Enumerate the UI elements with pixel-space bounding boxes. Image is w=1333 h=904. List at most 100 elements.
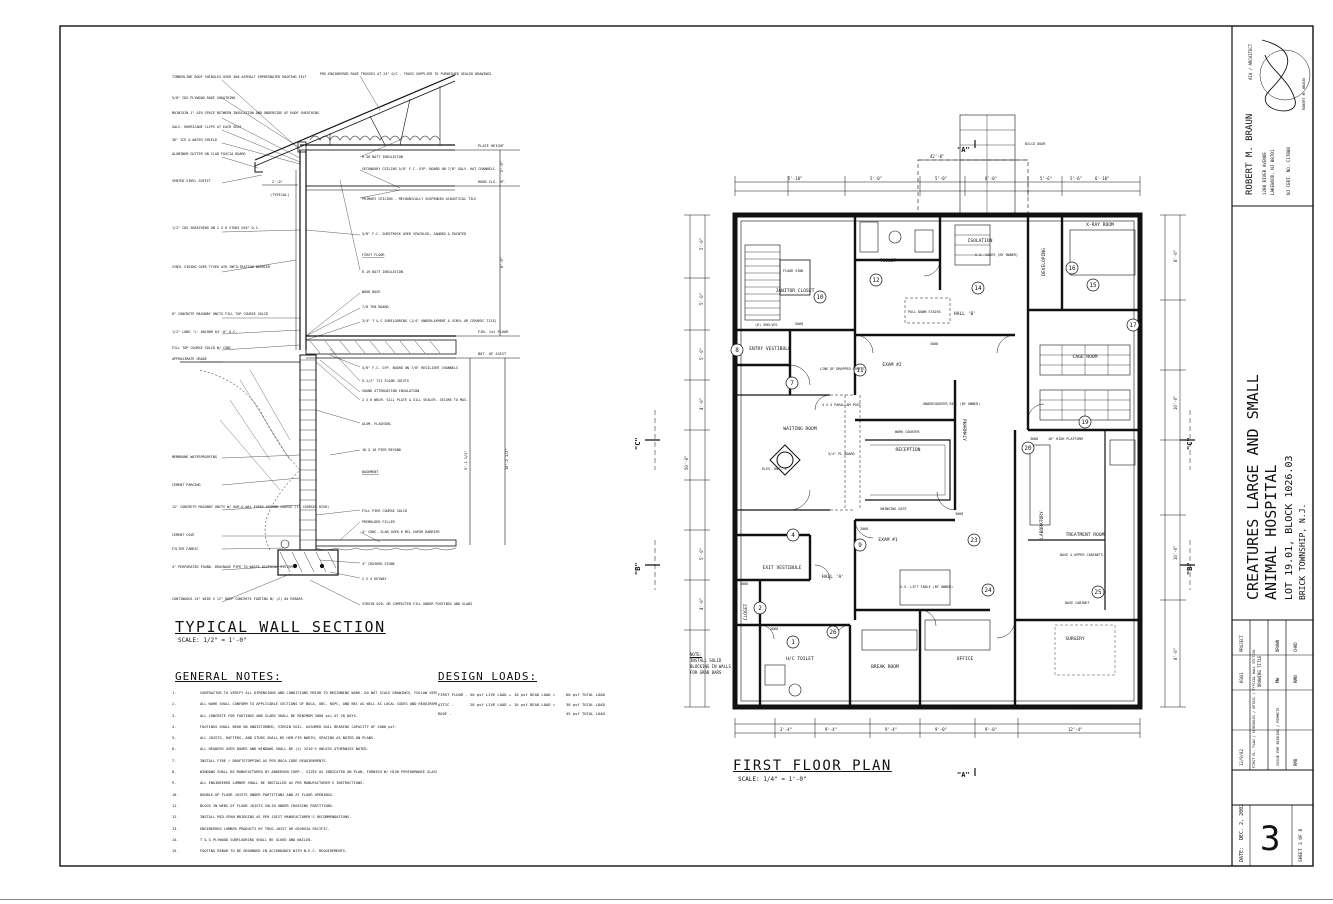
wall-section-scale: SCALE: 1/2" = 1'-0": [178, 637, 247, 644]
ws-label: 2 X 6 WOLM. SILL PLATE & SILL SEALER. SE…: [362, 398, 468, 402]
ws-label: APPROXIMATE GRADE: [172, 357, 207, 361]
issue-date: 12/9/02: [1239, 749, 1244, 766]
ws-label: ALUM. FLASHING: [362, 422, 391, 426]
dim-bottom: 9'-4": [825, 727, 837, 732]
general-notes-list: 1.CONTRACTOR TO VERIFY ALL DIMENSIONS AN…: [172, 688, 437, 857]
dim-bottom: 3'-4": [780, 727, 792, 732]
dim-left: 50'-0": [684, 456, 689, 470]
room-number: 4: [791, 532, 795, 539]
plan-note: (6) SHELVES: [755, 323, 777, 327]
architect-address-2: LAKEWOOD, NJ 08701: [1270, 149, 1275, 195]
room-number: 11: [856, 367, 864, 374]
design-loads-table: FIRST FLOOR -50 psf LIVE LOAD +10 psf DE…: [438, 690, 605, 719]
plan-note: BILCO DOOR: [1025, 142, 1046, 146]
section-marker-b-right: "B": [1186, 562, 1194, 575]
door-codes: 3068 3068 3068 5068 3068 3068 2868: [740, 322, 1038, 631]
dim-left: 4'-0": [699, 398, 704, 410]
general-note-item: 5.ALL JOISTS, RAFTERS, AND STUDS SHALL B…: [172, 736, 376, 741]
ws-label: VINYL SIDING OVER TYVEK AIR INFILTRATION…: [172, 265, 271, 269]
ws-label: CEMENT COVE: [172, 533, 194, 537]
dim-label: 9'-1 1/2": [464, 451, 468, 470]
room-name: ISOLATION: [968, 238, 993, 244]
ws-label: 12" CONCRETE MASONRY UNITS W/ DUR-O-WAL …: [172, 505, 329, 509]
ws-label: R-19 BATT INSULATION: [362, 270, 403, 274]
room-name: EXAM #1: [878, 537, 898, 543]
room-name: EXIT VESTIBULE: [763, 565, 802, 571]
dim-left: 5'-0": [699, 238, 704, 250]
plan-note: 18" HIGH PLATFORM: [1048, 437, 1083, 441]
dim-bottom: 9'-0": [985, 727, 997, 732]
plan-note: WORK COUNTER: [895, 430, 920, 434]
architect-seal-signature: [1261, 39, 1296, 112]
general-notes-title: GENERAL NOTES:: [175, 670, 282, 683]
room-number: 15: [1089, 282, 1097, 289]
room-name: SURGERY: [1065, 636, 1085, 642]
room-number: 14: [974, 285, 982, 292]
project-lot: LOT 19.01, BLOCK 1026.03: [1284, 456, 1295, 601]
architect-role: AIA / ARCHITECT: [1248, 43, 1253, 80]
general-note-item: 14.T & G PLYWOOD SUBFLOORING SHALL BE GL…: [172, 837, 313, 842]
room-name: CLOSET: [743, 603, 749, 620]
drawn-by: MW: [1275, 677, 1281, 683]
dim-right: 8'-0": [1173, 648, 1178, 660]
room-number: 2: [758, 605, 762, 612]
ws-label: 36" ICE & WATER SHIELD: [172, 138, 217, 142]
sheet-label: SHEET: [1298, 848, 1304, 862]
dim-label: 2'-0": [272, 180, 283, 184]
ws-label: TIMBERLINE ROOF SHINGLES OVER 30# ASPHAL…: [172, 75, 307, 79]
general-note-item: 9.ALL ENGINEERED LUMBER SHALL BE INSTALL…: [172, 781, 365, 786]
ws-label: VENTED VINYL SOFFIT: [172, 179, 211, 183]
general-note-item: 7.INSTALL FIRE / DRAFTSTOPPING AS PER BO…: [172, 758, 328, 763]
room-name: EXAM #2: [882, 362, 902, 368]
ws-label: SOUND ATTENUATION INSULATION: [362, 389, 419, 393]
room-name: HALL 'B': [954, 311, 976, 317]
architect-name: ROBERT M. BRAUN: [1245, 114, 1255, 195]
plan-note-text: INSTALL SOLID BLOCKING IN WALLS FOR GRAB…: [690, 658, 731, 675]
ws-label: 2 X 4 KEYWAY: [362, 577, 387, 581]
room-name: TREATMENT ROOM: [1066, 532, 1105, 538]
wall-section-right-labels: PRE-ENGINEERED ROOF TRUSSES AT 24" O/C -…: [320, 72, 497, 606]
dim-right: 8'-0": [1173, 250, 1178, 262]
design-loads-title: DESIGN LOADS:: [438, 670, 538, 683]
ws-label: 4" PERFORATED FOUND. DRAINAGE PIPE TO WA…: [172, 565, 292, 569]
general-note-item: 11.BLOCK IN WEBS OF FLOOR JOISTS SOLID U…: [172, 803, 335, 808]
general-note-item: 12.INSTALL MID-SPAN BRIDGING AS PER JOIS…: [172, 815, 352, 820]
col-project: PROJECT: [1239, 635, 1244, 652]
ws-label: FILTER FABRIC: [172, 547, 199, 551]
ws-label: R-30 BATT INSULATION: [362, 155, 403, 159]
ws-label: MEMBRANE WATERPROOFING: [172, 455, 217, 459]
ws-label: MAINTAIN 1" AIR SPACE BETWEEN INSULATION…: [172, 111, 319, 115]
room-number: 1: [791, 639, 795, 646]
general-note-item: 3.ALL CONCRETE FOR FOOTINGS AND SLABS SH…: [172, 713, 358, 718]
ws-label: 5/8" F.C. GYP. BOARD ON 7/8" RESILIENT C…: [362, 366, 458, 370]
design-load-row: ATTIC -20 psf LIVE LOAD +10 psf DEAD LOA…: [438, 701, 605, 707]
plan-note: BASE & UPPER CABINETS: [1060, 553, 1103, 557]
ws-label: 8" CONCRETE MASONRY UNITS FILL TOP COURS…: [172, 312, 268, 316]
room-name: JANITOR CLOSET: [776, 288, 815, 294]
room-name: LABORATORY: [1039, 511, 1045, 539]
general-note-item: 15.FOOTING REBAR TO BE GROUNDED IN ACCOR…: [172, 849, 348, 854]
room-name: CAGE ROOM: [1073, 354, 1098, 360]
door-code: 3068: [955, 512, 963, 516]
project-no: 0101: [1239, 672, 1245, 683]
wall-section-title: TYPICAL WALL SECTION: [175, 618, 386, 636]
dim-right: 10'-0": [1173, 396, 1178, 410]
dim-bottom: 12'-4": [1068, 727, 1082, 732]
general-note-item: 2.ALL WORK SHALL CONFORM TO APPLICABLE S…: [172, 702, 437, 707]
plan-note: S.S. CAGES (BY OWNER): [975, 253, 1018, 257]
plan-note: PULL DOWN STAIRS: [908, 310, 941, 314]
dim-top: 5'-6": [1040, 176, 1052, 181]
date-label: DATE:: [1239, 847, 1245, 862]
ws-label: SECONDARY CEILING 5/8" F.C. GYP. BOARD O…: [362, 167, 495, 171]
project-location: BRICK TOWNSHIP, N.J.: [1298, 504, 1307, 600]
room-number: 24: [984, 587, 992, 594]
plan-note: FLOOR SINK: [783, 269, 804, 273]
col-drawn: DRAWN: [1275, 639, 1280, 652]
ws-label: 1/2" CDX SHEATHING ON 2 X 6 STUDS @16" O…: [172, 226, 260, 230]
wall-section-drawing: [180, 74, 520, 606]
plan-note: 4 X 4 PARALLAM POST: [822, 403, 861, 407]
title-block-text: ROBERT M. BRAUN AIA / ARCHITECT 1200 RIV…: [1239, 43, 1307, 862]
plan-note: 3/4" PL BOARD: [828, 452, 855, 456]
plan-note: LINE OF DROPPED SOFFIT: [820, 367, 865, 371]
project-title-line1: CREATURES LARGE AND SMALL: [1244, 374, 1262, 600]
